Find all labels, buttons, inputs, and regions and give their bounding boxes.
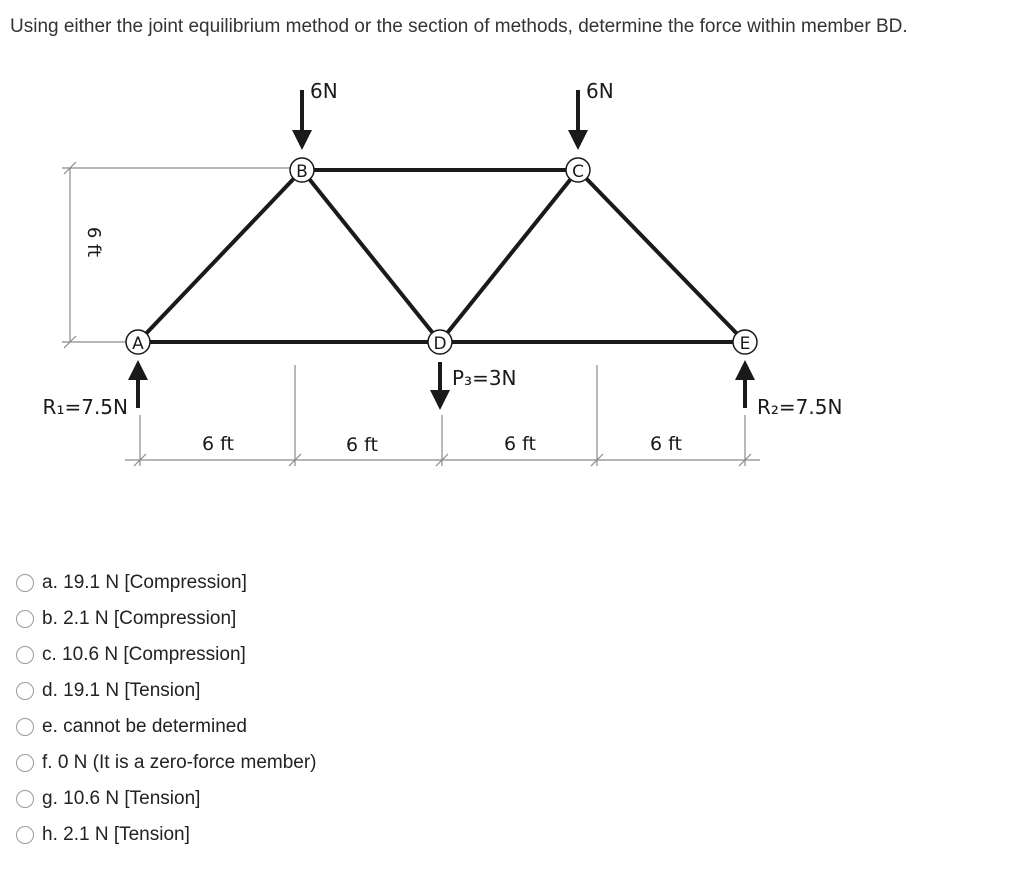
option-b[interactable]: b. 2.1 N [Compression]	[16, 601, 317, 637]
span-label-1: 6 ft	[202, 433, 234, 455]
option-e[interactable]: e. cannot be determined	[16, 709, 317, 745]
joint-D-label: D	[433, 334, 446, 354]
option-a-label: a. 19.1 N [Compression]	[42, 572, 247, 593]
joint-A: A	[125, 329, 151, 355]
truss-diagram: 6 ft A B C D E 6N 6N P₃=3N R₁=7.5N R₂=7.	[43, 79, 842, 467]
reaction-label-E: R₂=7.5N	[757, 395, 842, 419]
span-label-4: 6 ft	[650, 433, 682, 455]
option-d-label: d. 19.1 N [Tension]	[42, 680, 201, 701]
load-label-B: 6N	[310, 79, 338, 103]
option-e-radio[interactable]	[16, 718, 34, 736]
height-dimension-label: 6 ft	[83, 227, 104, 257]
option-b-label: b. 2.1 N [Compression]	[42, 608, 237, 629]
span-label-3: 6 ft	[504, 433, 536, 455]
joint-D: D	[427, 329, 453, 355]
member-DC	[438, 168, 580, 344]
joint-C-label: C	[572, 162, 584, 182]
option-h-label: h. 2.1 N [Tension]	[42, 824, 190, 845]
option-c-radio[interactable]	[16, 646, 34, 664]
option-g-label: g. 10.6 N [Tension]	[42, 788, 201, 809]
load-label-C: 6N	[586, 79, 614, 103]
joint-B: B	[289, 157, 315, 183]
option-h[interactable]: h. 2.1 N [Tension]	[16, 817, 317, 853]
truss-members	[136, 168, 747, 344]
option-a-radio[interactable]	[16, 574, 34, 592]
reaction-label-A: R₁=7.5N	[43, 395, 128, 419]
option-f-label: f. 0 N (It is a zero-force member)	[42, 752, 317, 773]
load-label-D: P₃=3N	[452, 366, 517, 390]
span-dimension-lines	[125, 365, 760, 467]
option-b-radio[interactable]	[16, 610, 34, 628]
member-CE	[576, 168, 747, 344]
answer-options: a. 19.1 N [Compression] b. 2.1 N [Compre…	[16, 565, 317, 853]
member-BD	[300, 168, 442, 344]
option-f[interactable]: f. 0 N (It is a zero-force member)	[16, 745, 317, 781]
option-d[interactable]: d. 19.1 N [Tension]	[16, 673, 317, 709]
joint-B-label: B	[296, 162, 308, 182]
option-d-radio[interactable]	[16, 682, 34, 700]
question-text: Using either the joint equilibrium metho…	[10, 16, 908, 37]
option-h-radio[interactable]	[16, 826, 34, 844]
option-c[interactable]: c. 10.6 N [Compression]	[16, 637, 317, 673]
member-AB	[136, 168, 304, 344]
option-g[interactable]: g. 10.6 N [Tension]	[16, 781, 317, 817]
joint-E-label: E	[740, 334, 751, 354]
height-dimension	[62, 161, 300, 349]
span-label-2: 6 ft	[346, 434, 378, 456]
joint-A-label: A	[132, 334, 144, 354]
option-g-radio[interactable]	[16, 790, 34, 808]
joint-C: C	[565, 157, 591, 183]
option-c-label: c. 10.6 N [Compression]	[42, 644, 246, 665]
option-f-radio[interactable]	[16, 754, 34, 772]
joint-E: E	[732, 329, 758, 355]
option-a[interactable]: a. 19.1 N [Compression]	[16, 565, 317, 601]
option-e-label: e. cannot be determined	[42, 716, 247, 737]
